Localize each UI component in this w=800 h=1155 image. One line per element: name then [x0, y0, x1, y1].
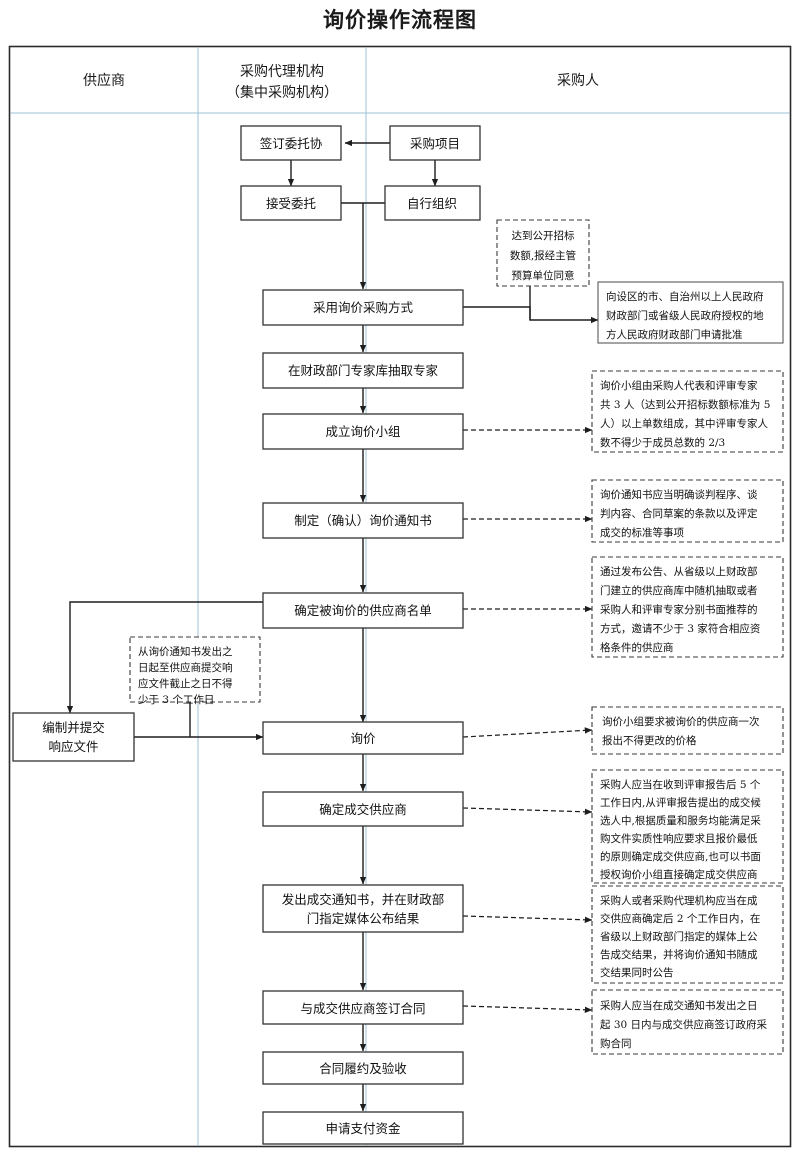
- note-inquiry-notice-content-l2: 判内容、合同草案的条款以及评定: [600, 507, 758, 520]
- node-prepare-response-doc-line2: 响应文件: [48, 739, 98, 754]
- node-self-organize-label: 自行组织: [407, 196, 457, 211]
- note-supplier-selection: 通过发布公告、从省级以上财政部 门建立的供应商库中随机抽取或者 采购人和评审专家…: [591, 556, 784, 658]
- note-contract-30days-l2: 起 30 日内与成交供应商签订政府采: [600, 1018, 768, 1031]
- note-publish-result-l5: 交结果同时公告: [600, 966, 674, 979]
- node-determine-winning-supplier[interactable]: 确定成交供应商: [262, 791, 464, 827]
- node-self-organize[interactable]: 自行组织: [384, 185, 481, 221]
- note-award-decision-l4: 购文件实质性响应要求且报价最低: [600, 832, 758, 845]
- lane-headers: 供应商 采购代理机构 （集中采购机构） 采购人: [83, 64, 599, 101]
- note-response-deadline-l3: 应文件截止之日不得: [138, 677, 233, 690]
- connector-contract-to-note: [462, 1005, 593, 1013]
- outer-frame: [8, 45, 792, 1148]
- note-award-decision-l2: 工作日内,从评审报告提出的成交候: [600, 796, 761, 809]
- node-determine-supplier-list[interactable]: 确定被询价的供应商名单: [262, 592, 464, 629]
- note-award-decision-l3: 选人中,根据质量和服务均能满足采: [600, 814, 761, 827]
- note-supplier-selection-l1: 通过发布公告、从省级以上财政部: [600, 565, 758, 578]
- note-publish-result: 采购人或者采购代理机构应当在成 交供应商确定后 2 个工作日内，在 省级以上财政…: [591, 885, 784, 984]
- node-make-inquiry-notice-label: 制定（确认）询价通知书: [294, 513, 432, 528]
- node-sign-contract-label: 与成交供应商签订合同: [300, 1001, 425, 1016]
- note-supplier-selection-l2: 门建立的供应商库中随机抽取或者: [600, 584, 758, 597]
- node-procurement-project[interactable]: 采购项目: [389, 125, 481, 161]
- process-nodes: 签订委托协 采购项目 接受委托 自行组织 采用询价采购方式: [12, 125, 481, 1145]
- node-form-inquiry-group-label: 成立询价小组: [325, 424, 400, 439]
- note-award-decision: 采购人应当在收到评审报告后 5 个 工作日内,从评审报告提出的成交候 选人中,根…: [591, 769, 784, 884]
- note-public-bid-threshold-l1: 达到公开招标: [512, 229, 575, 242]
- node-make-inquiry-notice[interactable]: 制定（确认）询价通知书: [262, 502, 464, 539]
- node-prepare-response-doc-line1: 编制并提交: [42, 720, 105, 735]
- note-inquiry-notice-content: 询价通知书应当明确谈判程序、谈 判内容、合同草案的条款以及评定 成交的标准等事项: [591, 479, 784, 543]
- node-apply-payment[interactable]: 申请支付资金: [262, 1111, 464, 1145]
- node-inquiry[interactable]: 询价: [262, 721, 464, 755]
- note-inquiry-group-composition: 询价小组由采购人代表和评审专家 共 3 人（达到公开招标数额标准为 5 人）以上…: [591, 370, 784, 453]
- note-publish-result-l1: 采购人或者采购代理机构应当在成: [600, 894, 758, 907]
- connectors: [66, 139, 599, 1112]
- note-public-bid-threshold: 达到公开招标 数额,报经主管 预算单位同意: [496, 219, 590, 287]
- note-contract-30days-l3: 购合同: [600, 1037, 632, 1050]
- node-issue-notice-publish-line1: 发出成交通知书，并在财政部: [282, 892, 445, 907]
- note-publish-result-l4: 告成交结果，并将询价通知书随成: [600, 948, 758, 961]
- note-apply-approval-l1: 向设区的市、自治州以上人民政府: [606, 290, 764, 303]
- node-apply-payment-label: 申请支付资金: [325, 1121, 401, 1136]
- lane-label-agency-line1: 采购代理机构: [240, 64, 324, 80]
- node-adopt-inquiry-method[interactable]: 采用询价采购方式: [262, 289, 464, 326]
- node-sign-contract[interactable]: 与成交供应商签订合同: [262, 990, 464, 1025]
- connector-award-to-note: [462, 807, 593, 815]
- lane-label-purchaser: 采购人: [557, 73, 599, 89]
- lane-label-agency-line2: （集中采购机构）: [226, 84, 338, 101]
- lane-frame: [8, 45, 792, 1148]
- note-apply-approval: 向设区的市、自治州以上人民政府 财政部门或省级人民政府授权的地 方人民政府财政部…: [597, 281, 784, 344]
- note-inquiry-group-composition-l4: 数不得少于成员总数的 2/3: [600, 436, 725, 449]
- note-contract-30days: 采购人应当在成交通知书发出之日 起 30 日内与成交供应商签订政府采 购合同: [591, 989, 784, 1055]
- note-contract-30days-l1: 采购人应当在成交通知书发出之日: [600, 999, 758, 1012]
- note-inquiry-group-composition-l2: 共 3 人（达到公开招标数额标准为 5: [600, 398, 770, 411]
- note-publish-result-l2: 交供应商确定后 2 个工作日内，在: [600, 912, 760, 925]
- note-inquiry-group-composition-l3: 人）以上单数组成，其中评审专家人: [600, 417, 768, 430]
- note-inquiry-group-composition-l1: 询价小组由采购人代表和评审专家: [600, 379, 758, 392]
- note-response-deadline-l4: 少于 3 个工作日: [138, 694, 214, 706]
- note-supplier-selection-l3: 采购人和评审专家分别书面推荐的: [600, 603, 758, 616]
- note-inquiry-notice-content-l3: 成交的标准等事项: [600, 526, 684, 539]
- node-issue-notice-publish[interactable]: 发出成交通知书，并在财政部 门指定媒体公布结果: [262, 884, 464, 933]
- connector-inquiry-to-note: [462, 727, 593, 738]
- note-response-deadline: 从询价通知书发出之 日起至供应商提交响 应文件截止之日不得 少于 3 个工作日: [129, 636, 261, 706]
- lane-label-supplier: 供应商: [83, 72, 125, 89]
- note-response-deadline-l2: 日起至供应商提交响: [138, 661, 233, 674]
- node-sign-entrust[interactable]: 签订委托协: [240, 125, 342, 161]
- note-response-deadline-l1: 从询价通知书发出之: [138, 645, 233, 658]
- node-adopt-inquiry-method-label: 采用询价采购方式: [313, 300, 414, 315]
- connector-list-to-prepare: [66, 601, 263, 714]
- node-prepare-response-doc[interactable]: 编制并提交 响应文件: [12, 712, 135, 762]
- note-one-time-quote-l2: 报出不得更改的价格: [602, 734, 697, 747]
- node-contract-performance-label: 合同履约及验收: [319, 1061, 407, 1076]
- node-draw-experts-label: 在财政部门专家库抽取专家: [288, 363, 439, 378]
- node-accept-entrust[interactable]: 接受委托: [240, 185, 342, 221]
- node-sign-entrust-label: 签订委托协: [260, 136, 323, 151]
- node-issue-notice-publish-line2: 门指定媒体公布结果: [307, 911, 420, 926]
- note-supplier-selection-l5: 格条件的供应商: [600, 641, 674, 654]
- note-apply-approval-l2: 财政部门或省级人民政府授权的地: [606, 309, 764, 322]
- note-one-time-quote: 询价小组要求被询价的供应商一次 报出不得更改的价格: [591, 706, 784, 755]
- node-accept-entrust-label: 接受委托: [266, 196, 316, 211]
- node-procurement-project-label: 采购项目: [410, 136, 460, 151]
- note-award-decision-l1: 采购人应当在收到评审报告后 5 个: [600, 778, 761, 791]
- node-inquiry-label: 询价: [350, 731, 376, 746]
- note-award-decision-l5: 的原则确定成交供应商,也可以书面: [600, 850, 761, 863]
- note-apply-approval-l3: 方人民政府财政部门申请批准: [606, 328, 743, 341]
- connector-issue-to-note: [462, 915, 593, 923]
- note-public-bid-threshold-l3: 预算单位同意: [512, 269, 575, 282]
- node-determine-winning-supplier-label: 确定成交供应商: [319, 802, 407, 817]
- note-supplier-selection-l4: 方式，邀请不少于 3 家符合相应资: [600, 622, 760, 635]
- note-one-time-quote-l1: 询价小组要求被询价的供应商一次: [602, 715, 760, 728]
- node-form-inquiry-group[interactable]: 成立询价小组: [262, 413, 464, 450]
- node-determine-supplier-list-label: 确定被询价的供应商名单: [294, 603, 432, 618]
- node-draw-experts[interactable]: 在财政部门专家库抽取专家: [262, 352, 464, 389]
- note-award-decision-l6: 授权询价小组直接确定成交供应商: [600, 868, 758, 881]
- node-contract-performance[interactable]: 合同履约及验收: [262, 1051, 464, 1085]
- annotation-notes: 达到公开招标 数额,报经主管 预算单位同意 向设区的市、自治州以上人民政府 财政…: [129, 219, 784, 1055]
- note-public-bid-threshold-l2: 数额,报经主管: [510, 249, 576, 262]
- note-inquiry-notice-content-l1: 询价通知书应当明确谈判程序、谈: [600, 488, 758, 501]
- note-publish-result-l3: 省级以上财政部门指定的媒体上公: [600, 930, 758, 943]
- page-title: 询价操作流程图: [323, 7, 477, 32]
